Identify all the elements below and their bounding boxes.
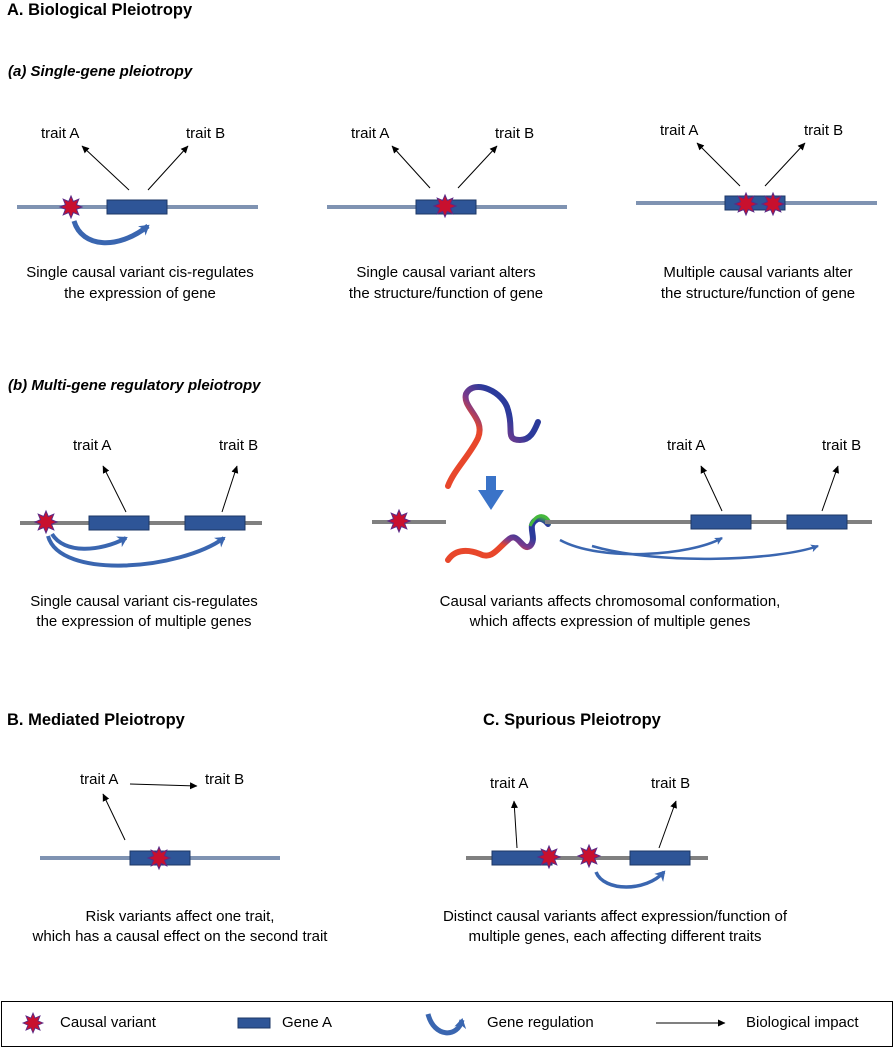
regulation-arrow bbox=[591, 544, 819, 561]
panel-spurious-pleiotropy bbox=[466, 800, 708, 889]
panel1-caption-line2: the expression of gene bbox=[64, 285, 216, 302]
causal-variant-star bbox=[576, 843, 602, 869]
panel2-trait-b-label: trait B bbox=[495, 125, 535, 142]
causal-variant-star bbox=[733, 191, 759, 217]
impact-arrow-trait-a bbox=[700, 465, 723, 512]
panel3-trait-b-label: trait B bbox=[804, 122, 844, 139]
panel2-caption-line2: the structure/function of gene bbox=[348, 285, 544, 302]
section-c-caption-line1: Distinct causal variants affect expressi… bbox=[442, 908, 788, 925]
section-b-title: B. Mediated Pleiotropy bbox=[7, 711, 185, 729]
gene-box bbox=[786, 514, 848, 530]
panel3-caption-line1: Multiple causal variants alter bbox=[663, 264, 853, 281]
section-b-trait-b-label: trait B bbox=[205, 771, 245, 788]
impact-arrow-trait-a bbox=[696, 142, 741, 187]
panel4-caption-line1: Single causal variant cis-regulates bbox=[30, 593, 258, 610]
impact-arrow-trait-b bbox=[821, 465, 839, 512]
impact-arrow-trait-a bbox=[102, 465, 127, 513]
panel5-trait-b-label: trait B bbox=[822, 437, 862, 454]
panel-3-multiple-variants bbox=[636, 142, 877, 217]
panel1-trait-a-label: trait A bbox=[41, 125, 80, 142]
legend-causal-variant-icon bbox=[21, 1011, 45, 1035]
panel1-caption-line1: Single causal variant cis-regulates bbox=[26, 264, 254, 281]
legend-gene-label: Gene A bbox=[282, 1014, 333, 1031]
impact-arrow-trait-b bbox=[658, 800, 677, 849]
causal-variant-star bbox=[432, 193, 458, 219]
section-c-caption-line2: multiple genes, each affecting different… bbox=[468, 928, 762, 945]
causal-variant-star bbox=[33, 509, 59, 535]
section-b-caption-line1: Risk variants affect one trait, bbox=[85, 908, 275, 925]
section-a-title: A. Biological Pleiotropy bbox=[7, 1, 193, 19]
legend-biological-impact-label: Biological impact bbox=[746, 1014, 859, 1031]
impact-arrow-trait-b bbox=[147, 145, 189, 191]
impact-arrow-trait-a bbox=[510, 800, 518, 849]
panel4-trait-a-label: trait A bbox=[73, 437, 112, 454]
causal-variant-star bbox=[536, 844, 562, 870]
panel5-trait-a-label: trait A bbox=[667, 437, 706, 454]
chromatin-fiber-after bbox=[445, 515, 551, 563]
section-b-trait-a-label: trait A bbox=[80, 771, 119, 788]
panel-5-chromosomal-conformation bbox=[372, 384, 872, 563]
causal-variant-star bbox=[386, 508, 412, 534]
panel1-trait-b-label: trait B bbox=[186, 125, 226, 142]
causal-variant-star bbox=[146, 845, 172, 871]
gene-box bbox=[88, 515, 150, 531]
section-c-trait-a-label: trait A bbox=[490, 775, 529, 792]
legend-gene-regulation-label: Gene regulation bbox=[487, 1014, 594, 1031]
section-c-trait-b-label: trait B bbox=[651, 775, 691, 792]
panel-2-structure-function bbox=[327, 145, 567, 219]
legend-graphics bbox=[21, 1011, 726, 1036]
causal-variant-star bbox=[58, 194, 84, 220]
gene-box bbox=[106, 199, 168, 215]
impact-arrow-trait-a bbox=[102, 793, 126, 841]
panel3-trait-a-label: trait A bbox=[660, 122, 699, 139]
panel4-trait-b-label: trait B bbox=[219, 437, 259, 454]
panel2-caption-line1: Single causal variant alters bbox=[356, 264, 536, 281]
gene-box bbox=[184, 515, 246, 531]
impact-arrow-trait-b bbox=[221, 465, 239, 513]
panel-4-multi-gene-cis bbox=[20, 465, 262, 568]
panel-1-cis-regulation bbox=[17, 145, 258, 246]
legend-gene-icon bbox=[237, 1017, 271, 1029]
impact-arrow-trait-a bbox=[81, 145, 130, 191]
regulation-arrow bbox=[71, 220, 150, 246]
loop-arrow-green bbox=[528, 514, 552, 527]
panel2-trait-a-label: trait A bbox=[351, 125, 390, 142]
subsection-a-title: (a) Single-gene pleiotropy bbox=[8, 63, 193, 80]
regulation-arrow bbox=[594, 870, 666, 889]
impact-arrow-trait-b bbox=[457, 145, 498, 189]
conformation-change-arrow bbox=[478, 476, 504, 510]
section-b-caption-line2: which has a causal effect on the second … bbox=[32, 928, 328, 945]
regulation-arrow bbox=[46, 535, 226, 568]
legend bbox=[1, 1001, 893, 1047]
chromatin-fiber-before bbox=[445, 384, 541, 489]
mediation-arrow bbox=[129, 782, 198, 790]
subsection-b-title: (b) Multi-gene regulatory pleiotropy bbox=[8, 377, 261, 394]
legend-gene-regulation-icon bbox=[425, 1013, 467, 1036]
panel5-caption-line2: which affects expression of multiple gen… bbox=[469, 613, 751, 630]
gene-box bbox=[629, 850, 691, 866]
regulation-arrow bbox=[559, 536, 723, 556]
panel4-caption-line2: the expression of multiple genes bbox=[36, 613, 252, 630]
impact-arrow-trait-a bbox=[391, 145, 431, 189]
impact-arrow-trait-b bbox=[764, 142, 806, 187]
gene-box bbox=[690, 514, 752, 530]
panel3-caption-line2: the structure/function of gene bbox=[660, 285, 856, 302]
panel-mediated-pleiotropy bbox=[40, 782, 280, 871]
regulation-arrow bbox=[50, 532, 128, 551]
panel5-caption-line1: Causal variants affects chromosomal conf… bbox=[439, 593, 781, 610]
legend-causal-variant-label: Causal variant bbox=[60, 1014, 156, 1031]
causal-variant-star bbox=[760, 191, 786, 217]
section-c-title: C. Spurious Pleiotropy bbox=[483, 711, 661, 729]
